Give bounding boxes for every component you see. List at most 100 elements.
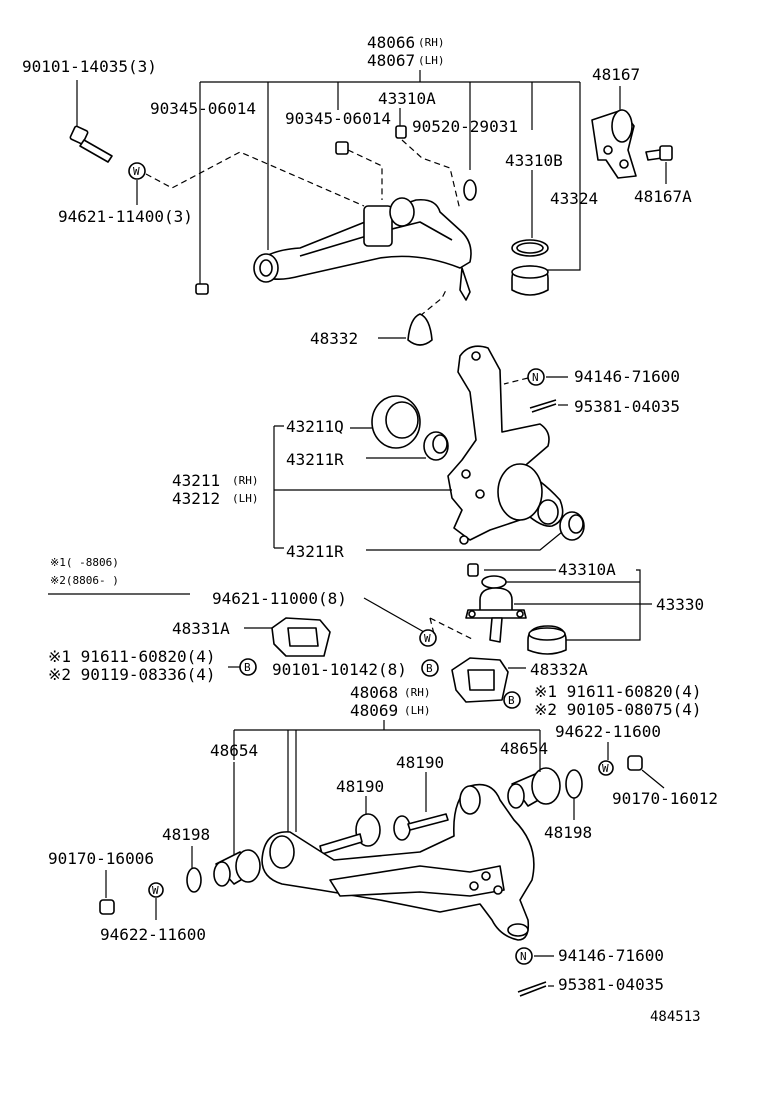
bushing-48654-left-icon: [213, 849, 261, 887]
bracket-48068: [233, 720, 541, 832]
dashed-90345-right: [347, 149, 383, 200]
cotter-pin-bottom-icon: [517, 981, 547, 997]
ring-43310B-icon: [511, 239, 549, 257]
label-90345-06014-a: 90345-06014: [150, 99, 256, 118]
washer-letter: W: [133, 165, 140, 178]
label-48332A: 48332A: [530, 660, 588, 679]
bolt-90345-right-icon: [335, 141, 349, 155]
bearing-43211R-b-icon: [559, 511, 585, 541]
label-94146-71600-bottom: 94146-71600: [558, 946, 664, 965]
dashed-94621-11000: [429, 617, 475, 641]
mount-48331A-icon: [271, 617, 331, 657]
washer-94622-top-icon: [598, 760, 614, 776]
ball-joint-group: 43310A 43330 94621-11000(8) W 48331A: [48, 560, 704, 719]
nut-90170-16012-icon: [627, 755, 643, 771]
nut-94146-71600-top-icon: [527, 368, 545, 386]
label-48068-rh: (RH): [404, 686, 431, 699]
bolt-43310A-mid-icon: [467, 563, 479, 577]
label-48067: 48067: [367, 51, 415, 70]
bracket-43211: [273, 425, 452, 549]
label-48654-right: 48654: [500, 739, 548, 758]
cam-bolt-48190-b-icon: [319, 813, 381, 855]
label-48190-b: 48190: [336, 777, 384, 796]
dust-boot-43324-icon: [511, 265, 549, 296]
label-91611-60820-left: ※1 91611-60820(4): [48, 647, 216, 666]
washer-94621-11000-icon: [419, 629, 437, 647]
label-90105-08075: ※2 90105-08075(4): [534, 700, 702, 719]
bolt-48167A-icon: [645, 145, 673, 161]
lower-arm-group: 48068 (RH) 48069 (LH) 48654 48654 94622-…: [48, 683, 718, 997]
steering-knuckle-icon: [447, 345, 564, 545]
label-90170-16012: 90170-16012: [612, 789, 718, 808]
leader-48066: [199, 70, 581, 290]
label-91611-60820-right: ※1 91611-60820(4): [534, 682, 702, 701]
label-43324: 43324: [550, 189, 598, 208]
snap-ring-icon: [463, 179, 477, 201]
leader-90170-16012: [641, 769, 665, 789]
nut-letter-top: N: [532, 371, 539, 384]
bracket-48167-icon: [591, 109, 637, 179]
nut-letter-bottom: N: [520, 950, 527, 963]
bolt-letter-right: B: [508, 694, 515, 707]
label-43212-lh: (LH): [232, 492, 259, 505]
label-90170-16006: 90170-16006: [48, 849, 154, 868]
leader-94621-11000: [363, 597, 425, 633]
label-43211: 43211: [172, 471, 220, 490]
ring-43310A-mid-icon: [481, 575, 507, 589]
label-43330: 43330: [656, 595, 704, 614]
cotter-pin-top-icon: [529, 399, 557, 413]
washer-48198-right-icon: [565, 769, 583, 799]
label-90101-10142: 90101-10142(8): [272, 660, 407, 679]
nut-94146-71600-bottom-icon: [515, 947, 533, 965]
washer-letter-94622-top: W: [602, 762, 609, 775]
oil-seal-43211Q-icon: [371, 395, 421, 449]
label-94146-71600-top: 94146-71600: [574, 367, 680, 386]
dashed-43310A-top: [401, 139, 461, 211]
label-48654-left: 48654: [210, 741, 258, 760]
leader-43211R-b: [366, 531, 563, 551]
washer-94621-11400-icon: [128, 162, 146, 180]
dashed-94621-11400: [145, 151, 365, 207]
label-43211-rh: (RH): [232, 474, 259, 487]
bolt-90101-14035-icon: [69, 125, 113, 163]
upper-arm-group: 48066 (RH) 48067 (LH) 90101-14035(3) 903…: [22, 33, 692, 348]
notes-block: ※1( -8806) ※2(8806- ): [48, 556, 190, 595]
bushing-48654-right-icon: [507, 767, 561, 809]
label-90345-06014-b: 90345-06014: [285, 109, 391, 128]
label-48069-lh: (LH): [404, 704, 431, 717]
label-95381-04035-bottom: 95381-04035: [558, 975, 664, 994]
label-48198-left: 48198: [162, 825, 210, 844]
bearing-43211R-a-icon: [423, 431, 449, 461]
nut-90170-16006-icon: [99, 899, 115, 915]
label-48066: 48066: [367, 33, 415, 52]
diagram-id: 484513: [650, 1009, 701, 1025]
label-43211R-b: 43211R: [286, 542, 344, 561]
bolt-90345-left-icon: [195, 283, 209, 295]
bolt-91611-right-icon: [503, 691, 521, 709]
note-1: ※1( -8806): [50, 556, 119, 569]
label-48067-lh: (LH): [418, 54, 445, 67]
dust-boot-lower-icon: [527, 625, 567, 655]
label-43310A-mid: 43310A: [558, 560, 616, 579]
label-43310A-top: 43310A: [378, 89, 436, 108]
lower-control-arm-icon: [261, 783, 535, 941]
label-48069: 48069: [350, 701, 398, 720]
cam-bolt-48190-a-icon: [393, 813, 449, 841]
label-48190-a: 48190: [396, 753, 444, 772]
label-43310B: 43310B: [505, 151, 563, 170]
label-43211Q: 43211Q: [286, 417, 344, 436]
ball-joint-43330-icon: [465, 587, 527, 643]
washer-48198-left-icon: [186, 867, 202, 893]
label-95381-04035-top: 95381-04035: [574, 397, 680, 416]
bolt-43310A-top-icon: [395, 125, 407, 139]
label-48167A: 48167A: [634, 187, 692, 206]
bolt-letter-left: B: [244, 661, 251, 674]
label-94621-11000: 94621-11000(8): [212, 589, 347, 608]
label-48198-right: 48198: [544, 823, 592, 842]
mount-48332A-icon: [451, 657, 509, 703]
label-90101-14035: 90101-14035(3): [22, 57, 157, 76]
bolt-90101-10142-icon: [421, 659, 439, 677]
note-2: ※2(8806- ): [50, 574, 119, 587]
label-43212: 43212: [172, 489, 220, 508]
bolt-letter-mid: B: [426, 662, 433, 675]
